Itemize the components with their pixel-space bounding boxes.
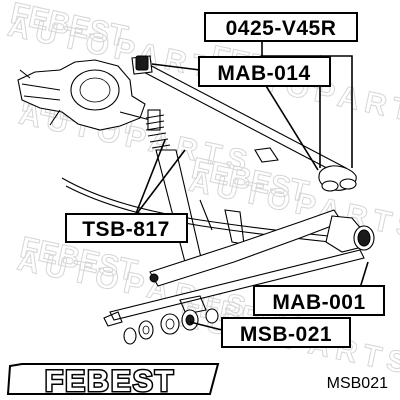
svg-text:0425-V45R: 0425-V45R [226, 17, 337, 40]
svg-text:MAB-001: MAB-001 [272, 291, 365, 314]
bushing-set [123, 308, 219, 345]
svg-text:MSB-021: MSB-021 [240, 323, 332, 346]
svg-text:FEBEST: FEBEST [45, 365, 175, 398]
label-0425-v45r: 0425-V45R [204, 12, 358, 42]
label-mab-001: MAB-001 [253, 285, 385, 316]
lateral-rod [103, 249, 365, 327]
upper-control-rod [131, 55, 357, 192]
label-mab-014: MAB-014 [198, 56, 331, 87]
svg-text:MAB-014: MAB-014 [217, 62, 310, 85]
part-number: MSB021 [327, 375, 388, 392]
axle-housing [17, 59, 151, 131]
label-msb-021: MSB-021 [221, 317, 351, 348]
svg-text:TSB-817: TSB-817 [82, 218, 170, 241]
lower-control-arm [149, 209, 375, 287]
febest-logo: FEBEST [6, 363, 220, 400]
label-tsb-817: TSB-817 [65, 213, 188, 243]
